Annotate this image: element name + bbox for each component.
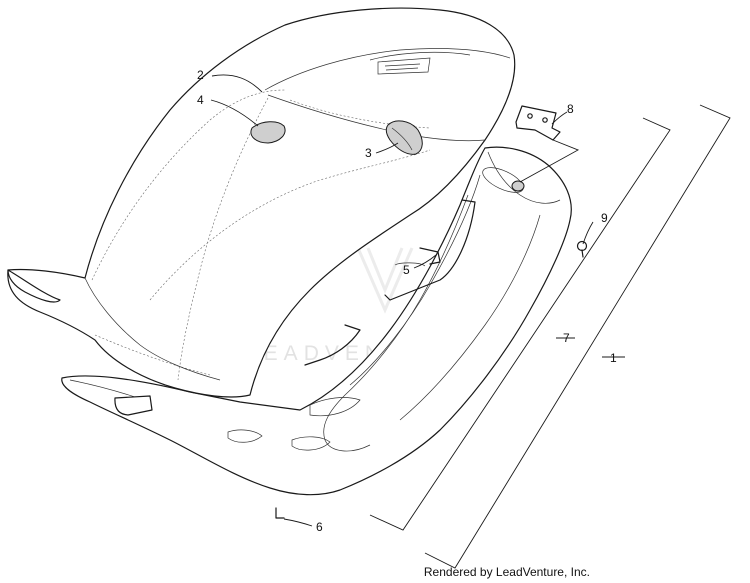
leader-lines: [210, 74, 625, 527]
callout-5: 5: [403, 263, 410, 277]
base-channel-lower: [304, 324, 361, 366]
handle-part-3: [385, 120, 423, 155]
callout-2: 2: [197, 68, 204, 82]
assembly-bracket-7: [369, 117, 671, 531]
callout-7: 7: [563, 331, 570, 345]
callout-4: 4: [197, 93, 204, 107]
callout-1: 1: [610, 351, 617, 365]
callout-8: 8: [567, 102, 574, 116]
callout-6: 6: [316, 520, 323, 534]
assembly-bracket-1: [424, 104, 731, 569]
patch-part-4: [250, 121, 286, 144]
base-channel-upper: [384, 199, 476, 301]
clip-part-6: [275, 507, 285, 519]
clip-part-5: [419, 247, 441, 265]
callout-9: 9: [601, 211, 608, 225]
footer-credit: Rendered by LeadVenture, Inc.: [423, 565, 590, 579]
callout-3: 3: [365, 146, 372, 160]
clip-slot: [394, 262, 426, 267]
fastener-part-9: [576, 240, 588, 258]
seat-base-part: [61, 146, 572, 496]
seat-cushion-part: [7, 7, 516, 398]
bracket-part-8: [515, 105, 561, 141]
